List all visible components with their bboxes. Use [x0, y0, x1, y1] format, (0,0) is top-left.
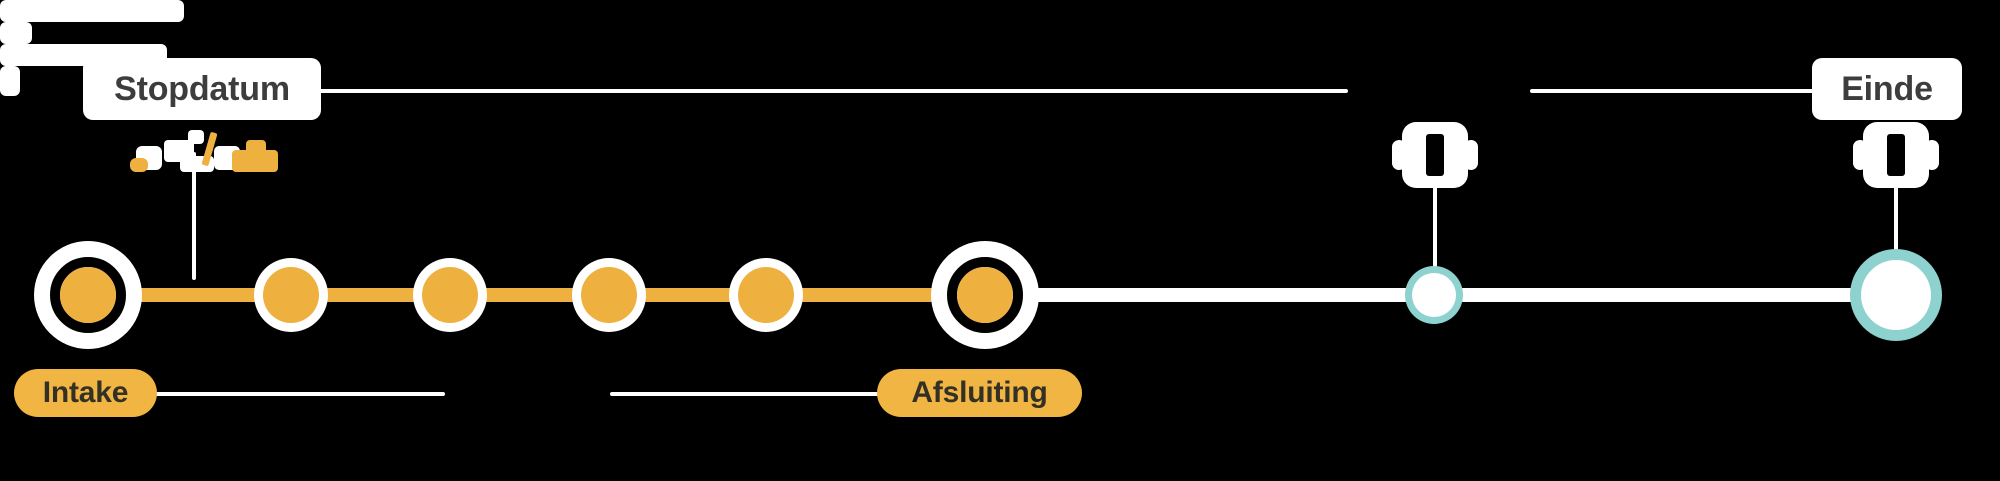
label-einde[interactable]: Einde: [1812, 58, 1962, 120]
node-step-5[interactable]: [1412, 273, 1456, 317]
label-afsluiting[interactable]: Afsluiting: [877, 369, 1082, 417]
node-step-2[interactable]: [422, 267, 478, 323]
label-bottom-redacted-text: [0, 44, 1, 45]
stopdatum-value-text: [128, 126, 129, 127]
label-top-redacted-text: [0, 0, 1, 1]
label-einde-text: Einde: [1841, 70, 1933, 108]
label-stopdatum-text: Stopdatum: [114, 70, 290, 108]
node-einde[interactable]: [1861, 260, 1931, 330]
node-afsluiting[interactable]: [931, 241, 1039, 349]
label-top-redacted[interactable]: [0, 0, 184, 22]
flag-einde-leader-line: [1894, 186, 1898, 276]
flag-marker-icon-middle[interactable]: [1392, 122, 1478, 188]
node-intake[interactable]: [34, 241, 142, 349]
bottom-connector-left: [155, 392, 445, 396]
label-top-redacted-tail: [0, 22, 32, 44]
label-intake-text: Intake: [42, 376, 129, 409]
stopdatum-value-redacted: [128, 126, 288, 174]
label-afsluiting-text: Afsluiting: [911, 376, 1048, 409]
flag-middle-leader-line: [1433, 186, 1437, 290]
top-connector-left: [318, 89, 1348, 93]
node-step-3[interactable]: [581, 267, 637, 323]
bottom-connector-right: [610, 392, 885, 396]
node-step-4[interactable]: [738, 267, 794, 323]
label-stopdatum[interactable]: Stopdatum: [83, 58, 321, 120]
label-bottom-redacted-tail: [0, 66, 20, 96]
stopdatum-leader-line: [192, 152, 196, 280]
flag-marker-icon-einde[interactable]: [1853, 122, 1939, 188]
top-connector-right: [1530, 89, 1818, 93]
track-segment-progress: [110, 288, 1000, 302]
node-step-1[interactable]: [263, 267, 319, 323]
label-intake[interactable]: Intake: [14, 369, 157, 417]
